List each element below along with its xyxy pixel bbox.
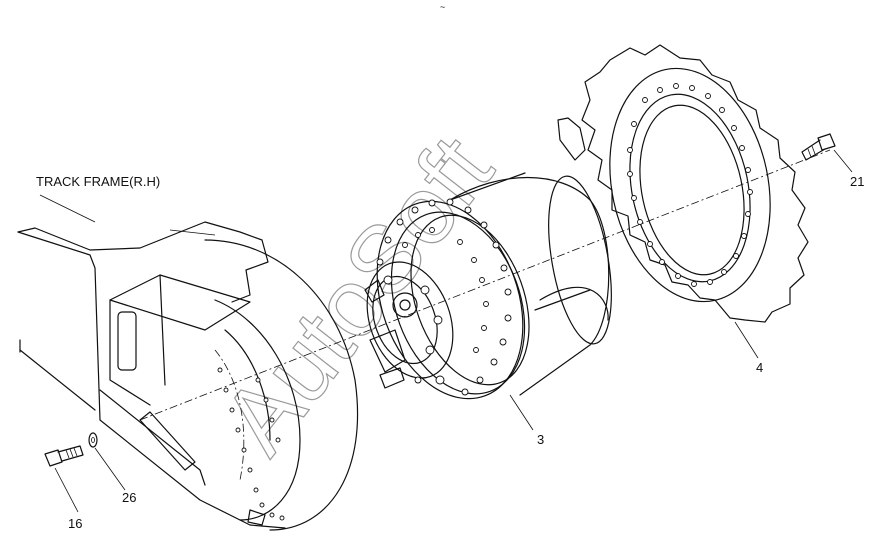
label-part-4: 4 [756,360,763,375]
leader-16 [54,467,79,513]
leader-21 [833,149,853,173]
leader-track-frame [39,194,96,223]
motor-flange-holes [376,198,512,396]
label-part-26: 26 [122,490,136,505]
leader-3 [509,394,534,431]
frame-window [117,311,137,371]
leader-4 [734,321,759,359]
leader-26 [94,447,126,491]
assembly-axis-line [139,149,831,421]
label-part-3: 3 [537,432,544,447]
frame-bolt-holes [217,367,285,521]
bolt-21 [801,133,836,161]
travel-motor-3 [364,172,612,400]
label-track-frame: TRACK FRAME(R.H) [36,174,160,189]
track-frame [17,221,359,531]
label-part-16: 16 [68,516,82,531]
top-mark: ~ [440,2,445,12]
bolt-16 [44,445,84,467]
sprocket-4 [557,44,809,323]
washer-26 [88,432,98,448]
label-part-21: 21 [850,174,864,189]
sprocket-bolt-holes [627,83,753,287]
